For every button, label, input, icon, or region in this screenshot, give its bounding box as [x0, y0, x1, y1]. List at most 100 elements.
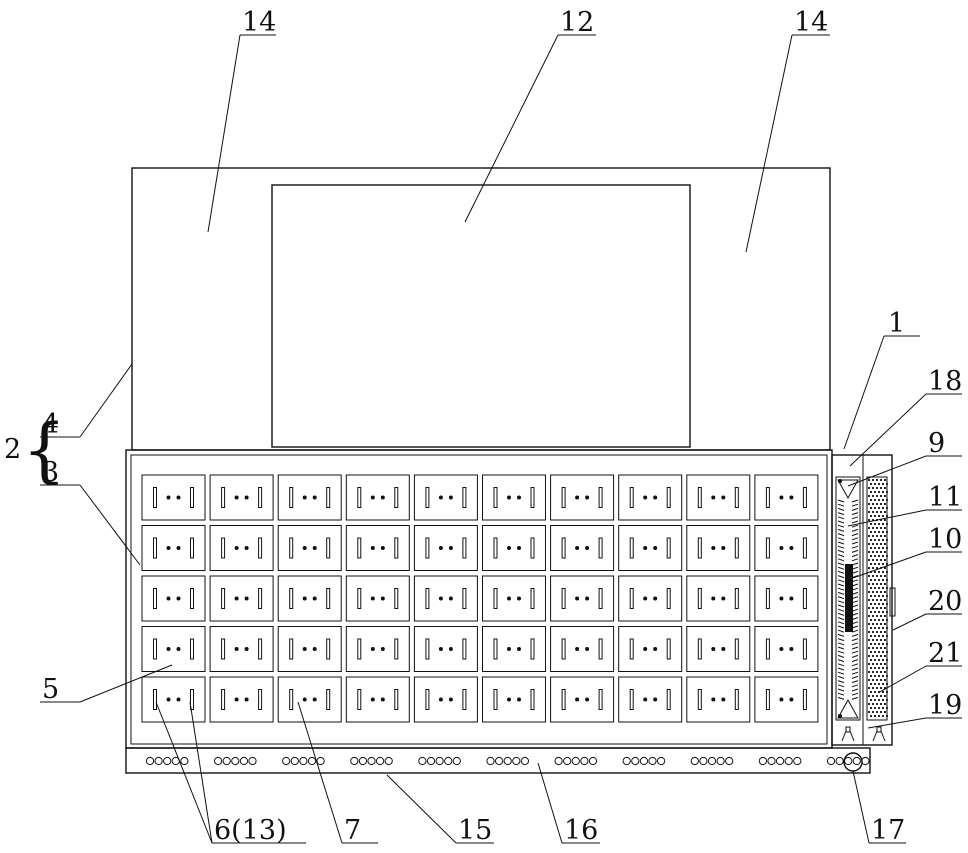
indicator-circle	[385, 757, 392, 764]
socket-cell	[142, 475, 205, 520]
socket-cell	[755, 526, 818, 571]
indicator-circle	[496, 757, 503, 764]
socket-cell	[551, 526, 614, 571]
label-11: 11	[928, 482, 962, 513]
indicator-circle	[658, 757, 665, 764]
socket-cell	[210, 526, 273, 571]
socket-cell	[210, 627, 273, 672]
indicator-circle	[359, 757, 366, 764]
label-6-13: 6(13)	[214, 815, 287, 846]
socket-cell	[346, 526, 409, 571]
socket-cell	[619, 576, 682, 621]
label-14-right: 14	[794, 7, 828, 38]
socket-cell	[755, 627, 818, 672]
socket-cell	[346, 576, 409, 621]
socket-cell	[278, 526, 341, 571]
label-9: 9	[928, 428, 945, 459]
socket-cell	[483, 526, 546, 571]
indicator-circle	[419, 757, 426, 764]
socket-cell	[755, 475, 818, 520]
indicator-circle	[291, 757, 298, 764]
label-19: 19	[928, 690, 962, 721]
socket-cell	[278, 475, 341, 520]
socket-cell	[142, 576, 205, 621]
indicator-circle	[623, 757, 630, 764]
socket-cell	[755, 576, 818, 621]
socket-cell	[619, 677, 682, 722]
indicator-circle	[649, 757, 656, 764]
indicator-circle	[521, 757, 528, 764]
indicator-circle	[445, 757, 452, 764]
socket-cell	[278, 576, 341, 621]
socket-cell	[414, 576, 477, 621]
top-pin	[838, 479, 842, 483]
indicator-circle	[487, 757, 494, 764]
indicator-circle	[368, 757, 375, 764]
indicator-circle	[427, 757, 434, 764]
label-1: 1	[888, 308, 905, 339]
socket-cell	[346, 475, 409, 520]
indicator-circle	[768, 757, 775, 764]
socket-cell	[551, 475, 614, 520]
label-4: 4	[42, 409, 59, 440]
socket-cell	[755, 677, 818, 722]
indicator-circle	[232, 757, 239, 764]
indicator-circle	[700, 757, 707, 764]
indicator-circles	[146, 757, 869, 764]
socket-cell	[619, 526, 682, 571]
indicator-circle	[794, 757, 801, 764]
socket-cell	[619, 627, 682, 672]
indicator-circle	[181, 757, 188, 764]
indicator-circle	[308, 757, 315, 764]
side-module	[832, 455, 892, 745]
socket-cell	[278, 677, 341, 722]
socket-cell	[414, 677, 477, 722]
label-14-left: 14	[242, 7, 276, 38]
label-18: 18	[928, 366, 962, 397]
label-5: 5	[42, 674, 59, 705]
indicator-circle	[845, 757, 852, 764]
socket-grid	[142, 475, 818, 722]
label-21: 21	[928, 638, 962, 669]
indicator-circle	[155, 757, 162, 764]
label-7: 7	[344, 815, 361, 846]
indicator-circle	[377, 757, 384, 764]
indicator-circle	[836, 757, 843, 764]
socket-cell	[483, 677, 546, 722]
socket-cell	[142, 526, 205, 571]
label-12: 12	[560, 7, 594, 38]
indicator-circle	[691, 757, 698, 764]
socket-cell	[687, 677, 750, 722]
socket-cell	[142, 677, 205, 722]
indicator-circle	[564, 757, 571, 764]
indicator-circle	[283, 757, 290, 764]
bottom-strip	[126, 748, 870, 773]
central-core	[845, 564, 853, 632]
indicator-circle	[572, 757, 579, 764]
socket-cell	[551, 627, 614, 672]
label-10: 10	[928, 524, 962, 555]
indicator-circle	[708, 757, 715, 764]
indicator-circle	[351, 757, 358, 764]
indicator-circle	[717, 757, 724, 764]
indicator-circle	[862, 757, 869, 764]
socket-cell	[551, 576, 614, 621]
indicator-circle	[317, 757, 324, 764]
bottom-pin	[838, 714, 842, 718]
indicator-circle	[223, 757, 230, 764]
label-17: 17	[871, 815, 905, 846]
socket-cell	[687, 526, 750, 571]
display-screen	[272, 185, 690, 447]
indicator-circle	[589, 757, 596, 764]
socket-cell	[551, 677, 614, 722]
indicator-circle	[785, 757, 792, 764]
lower-housing-outer	[126, 450, 832, 748]
socket-cell	[687, 475, 750, 520]
indicator-circle	[777, 757, 784, 764]
reference-labels: 14 12 14 1 18 9 11 10 20 21 19 2 { 4 3 5…	[4, 7, 962, 846]
socket-cell	[210, 677, 273, 722]
indicator-circle	[581, 757, 588, 764]
indicator-circle	[249, 757, 256, 764]
indicator-circle	[726, 757, 733, 764]
